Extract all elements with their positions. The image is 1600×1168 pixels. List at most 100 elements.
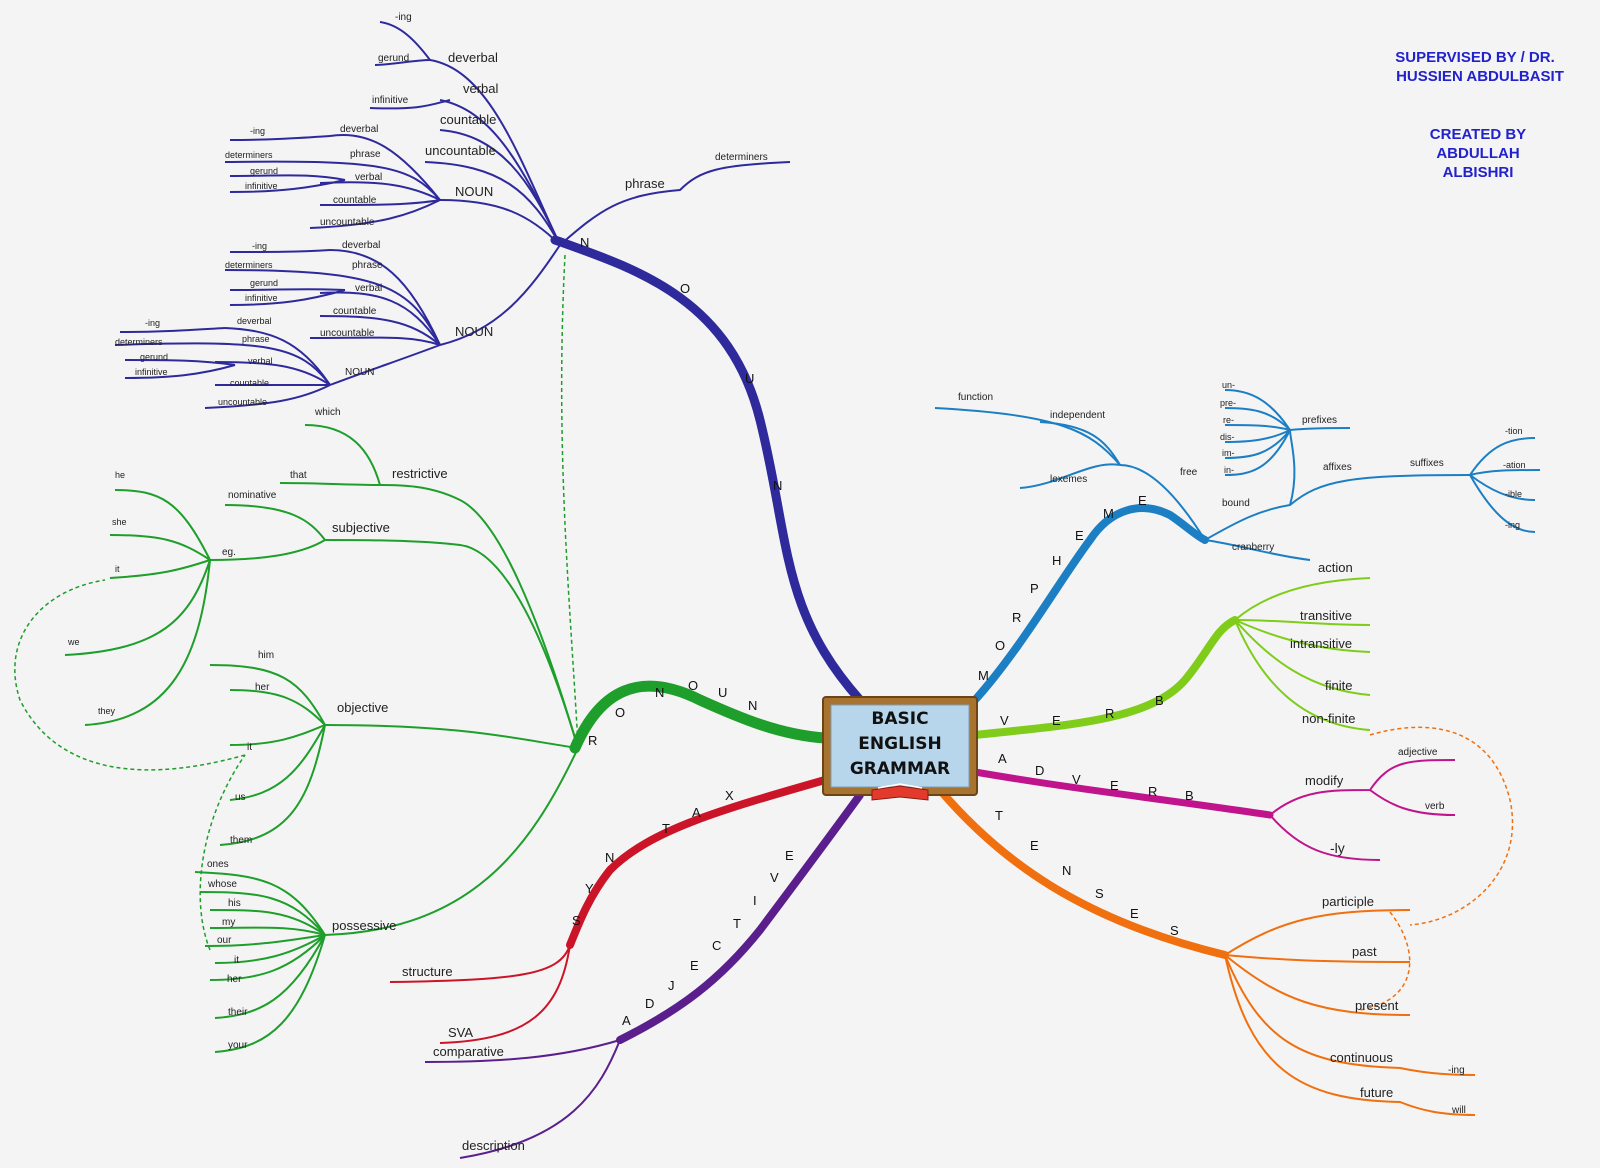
verb-letter: E xyxy=(1052,713,1061,728)
tenses-letter: E xyxy=(1030,838,1039,853)
pronoun-possessive-item: their xyxy=(228,1007,248,1018)
noun-group-ing: -ing xyxy=(250,126,265,136)
noun-group-item: verbal xyxy=(355,283,382,294)
noun-group-item: verbal xyxy=(355,172,382,183)
tenses-letter: T xyxy=(995,808,1003,823)
morpheme-prefix-item: in- xyxy=(1224,465,1234,475)
morpheme-bound: bound xyxy=(1222,498,1250,509)
morpheme-independent: independent xyxy=(1050,410,1105,421)
noun-gerund: gerund xyxy=(378,53,409,64)
verb-non-finite: non-finite xyxy=(1302,711,1355,726)
syntax-subtree xyxy=(389,944,571,1044)
noun-phrase: phrase xyxy=(625,176,665,191)
pronoun-possessive-item: her xyxy=(227,974,242,985)
noun-group-item: deverbal xyxy=(340,124,378,135)
pronoun-letter: U xyxy=(718,685,727,700)
center-node[interactable]: BASIC ENGLISH GRAMMAR xyxy=(822,696,978,801)
adjective-comparative: comparative xyxy=(433,1044,504,1059)
verb-main-branch xyxy=(971,616,1239,739)
tenses-future: future xyxy=(1360,1085,1393,1100)
adverb-letter: R xyxy=(1148,784,1157,799)
adverb-letter: D xyxy=(1035,763,1044,778)
noun-group-item: deverbal xyxy=(342,240,380,251)
pronoun-which: which xyxy=(314,407,341,418)
noun-group-determiners: determiners xyxy=(115,337,163,347)
adverb-letter: A xyxy=(998,751,1007,766)
credits: SUPERVISED BY / DR. HUSSIEN ABDULBASIT C… xyxy=(1395,49,1564,181)
pronoun-objective-item: her xyxy=(255,682,270,693)
verb-transitive: transitive xyxy=(1300,608,1352,623)
pronoun-objective: objective xyxy=(337,700,388,715)
syntax-letter: N xyxy=(605,850,614,865)
morpheme-suffix-item: -tion xyxy=(1505,426,1523,436)
adverb-adjective: adjective xyxy=(1398,747,1438,758)
syntax-letter: S xyxy=(572,913,581,928)
noun-letter: U xyxy=(745,371,754,386)
pronoun-possessive-item: ones xyxy=(207,859,229,870)
morpheme-prefix-item: im- xyxy=(1222,448,1235,458)
adjective-letter: E xyxy=(785,848,794,863)
pronoun-eg-item: they xyxy=(98,706,116,716)
noun-group-ing: -ing xyxy=(252,241,267,251)
pronoun-possessive-item: your xyxy=(228,1040,248,1051)
syntax-letter: X xyxy=(725,788,734,803)
pronoun-possessive-item: my xyxy=(222,917,235,928)
noun-group-item: countable xyxy=(333,306,377,317)
noun-group-determiners: determiners xyxy=(225,150,273,160)
pronoun-that: that xyxy=(290,470,307,481)
adverb-main-branch xyxy=(971,768,1274,819)
pronoun-eg-item: it xyxy=(115,564,120,574)
adjective-description: description xyxy=(462,1138,525,1153)
adverb-letter: E xyxy=(1110,778,1119,793)
morpheme-prefix-item: re- xyxy=(1223,415,1234,425)
morpheme-labels: M O R P H E M E free function independen… xyxy=(958,380,1526,683)
tenses-main-branch xyxy=(936,786,1229,959)
tenses-subtree xyxy=(1224,909,1476,1116)
noun-group-ing: -ing xyxy=(145,318,160,328)
noun-subtree xyxy=(114,21,791,409)
adverb-subtree xyxy=(1269,759,1456,861)
created-line2: ABDULLAH xyxy=(1436,145,1519,162)
morpheme-letter: M xyxy=(978,668,989,683)
tenses-letter: S xyxy=(1095,886,1104,901)
morpheme-lexemes: lexemes xyxy=(1050,474,1087,485)
syntax-letter: T xyxy=(662,821,670,836)
pronoun-objective-item: him xyxy=(258,650,274,661)
pronoun-main-branch xyxy=(569,680,831,754)
syntax-labels: S Y N T A X structure SVA xyxy=(402,788,734,1040)
noun-group-item: verbal xyxy=(248,356,273,366)
morpheme-suffix-item: -ible xyxy=(1505,489,1522,499)
pronoun-possessive-item: it xyxy=(234,955,239,966)
pronoun-letter: N xyxy=(748,698,757,713)
tenses-future-will: will xyxy=(1451,1105,1466,1116)
pronoun-eg: eg. xyxy=(222,547,236,558)
tenses-participle-dashed-link xyxy=(1359,911,1411,1011)
adverb-verb: verb xyxy=(1425,801,1445,812)
morpheme-letter: R xyxy=(1012,610,1021,625)
pronoun-objective-item: us xyxy=(235,792,246,803)
pronoun-eg-item: we xyxy=(67,637,80,647)
adverb-ly: -ly xyxy=(1330,840,1345,856)
noun-letter: N xyxy=(580,235,589,250)
tenses-continuous-ing: -ing xyxy=(1448,1065,1465,1076)
pronoun-eg-item: he xyxy=(115,470,125,480)
adjective-letter: J xyxy=(668,978,675,993)
adjective-letter: I xyxy=(753,893,757,908)
adjective-subtree xyxy=(424,1039,621,1159)
noun-deverbal: deverbal xyxy=(448,50,498,65)
morpheme-letter: M xyxy=(1103,506,1114,521)
morpheme-free: free xyxy=(1180,467,1198,478)
noun-main-branch xyxy=(550,235,865,705)
verb-letter: V xyxy=(1000,713,1009,728)
noun-group-infinitive: infinitive xyxy=(245,293,278,303)
supervised-line2: HUSSIEN ABDULBASIT xyxy=(1396,68,1564,85)
pronoun-it-dashed-link xyxy=(14,579,246,771)
center-title-line2: ENGLISH xyxy=(858,734,941,754)
verb-letter: B xyxy=(1155,693,1164,708)
adjective-letter: E xyxy=(690,958,699,973)
noun-group-label: NOUN xyxy=(455,324,493,339)
morpheme-letter: E xyxy=(1075,528,1084,543)
morpheme-affixes: affixes xyxy=(1323,462,1352,473)
tenses-past: past xyxy=(1352,944,1377,959)
pronoun-nominative: nominative xyxy=(228,490,277,501)
